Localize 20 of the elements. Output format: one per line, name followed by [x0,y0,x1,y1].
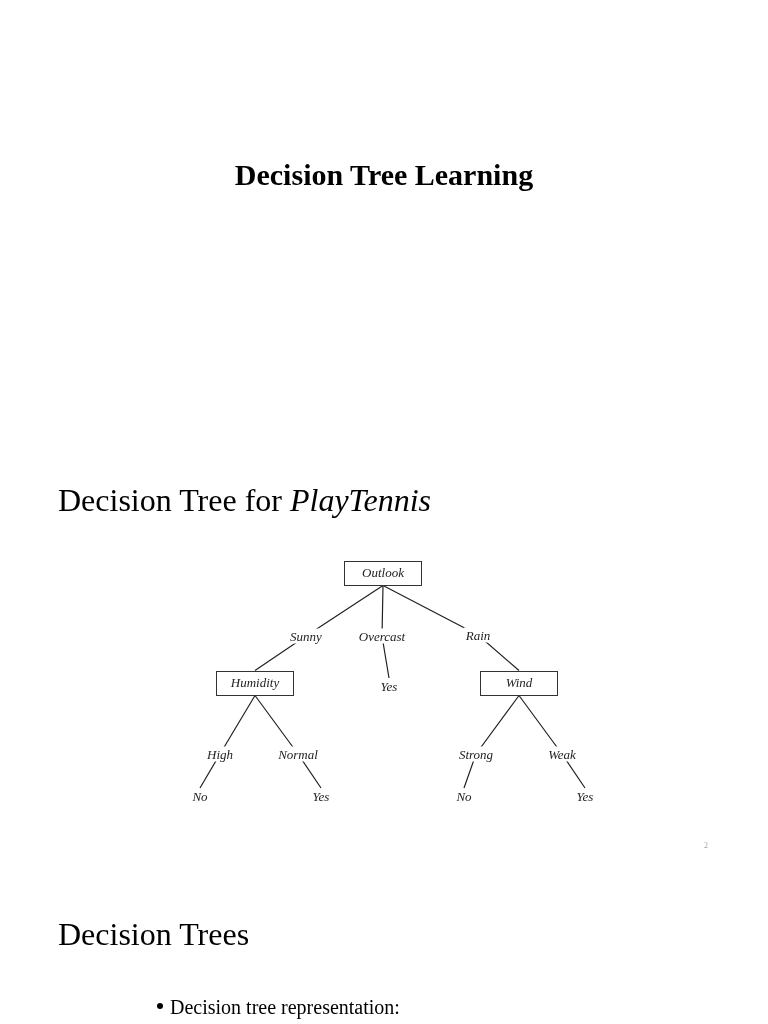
leaf-label: No [449,788,479,806]
branch-label: Rain [463,627,493,643]
branch-label: Strong [456,746,496,762]
leaf-label: Yes [304,788,338,806]
slide-heading: Decision Trees [58,915,250,954]
page-number: 2 [704,840,708,852]
slide-title: Decision Tree Learning [234,157,534,193]
attribute-box: Humidity [216,670,294,696]
branch-label: Sunny [288,628,324,644]
branch-label: Normal [276,746,320,762]
leaf-label: Yes [568,788,602,806]
branch-label: High [205,746,235,762]
branch-label: Weak [546,746,578,762]
slide-heading: Decision Tree for PlayTennis [58,481,431,520]
branch-label: Overcast [356,628,408,644]
leaf-label: No [185,788,215,806]
leaf-label: Yes [372,678,406,696]
attribute-box: Outlook [344,560,422,586]
bullet-text: Decision tree representation: [170,995,400,1021]
attribute-box: Wind [480,670,558,696]
